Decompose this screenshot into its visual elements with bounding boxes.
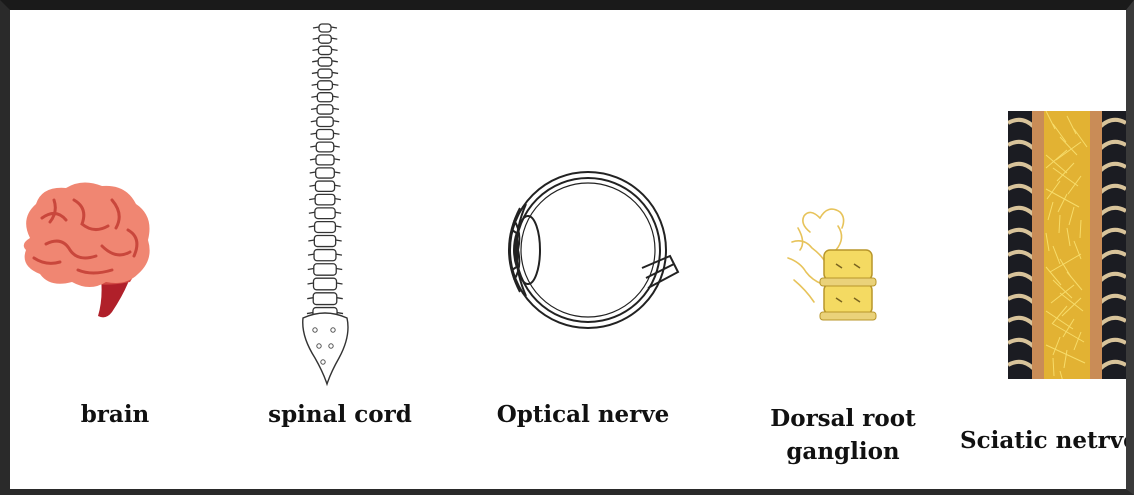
vertebra — [312, 69, 338, 78]
sciatic-nerve-label: Sciatic netrve — [960, 424, 1126, 457]
brain-icon — [12, 178, 157, 328]
dorsal-root-ganglion-figure — [780, 198, 890, 323]
vertebra — [308, 250, 342, 261]
vertebra — [312, 46, 337, 54]
dorsal-root-label-line2: ganglion — [758, 435, 928, 468]
vertebra — [312, 58, 338, 67]
vertebra — [308, 278, 343, 290]
vertebra — [313, 35, 338, 43]
vertebra — [308, 264, 342, 275]
vertebra — [310, 168, 341, 178]
optical-nerve-label: Optical nerve — [488, 398, 678, 431]
nerve-bundle — [1044, 111, 1090, 379]
brain-figure — [12, 178, 157, 328]
vertebra — [311, 117, 339, 126]
vertebra — [309, 181, 340, 191]
spinal-cord-label: spinal cord — [260, 398, 420, 431]
vertebra — [310, 142, 340, 152]
dorsal-root-ganglion-icon — [780, 198, 890, 323]
vertebra — [307, 293, 343, 305]
vertebra — [313, 24, 337, 32]
vertebra — [308, 235, 341, 246]
brain-label: brain — [50, 398, 180, 431]
vertebra — [309, 222, 342, 233]
vertebra — [309, 208, 341, 219]
eye-icon — [492, 162, 682, 342]
spinal-cord-icon — [285, 16, 365, 388]
dorsal-root-ganglion-label: Dorsal root ganglion — [758, 402, 928, 469]
vertebra — [309, 194, 341, 205]
vertebra — [310, 155, 340, 165]
vertebra — [311, 129, 340, 139]
sciatic-nerve-figure — [1008, 111, 1126, 379]
vertebra — [311, 105, 339, 114]
spinal-cord-figure — [285, 16, 365, 388]
vertebra — [312, 81, 339, 90]
sacrum-shape — [303, 313, 348, 384]
dorsal-root-label-line1: Dorsal root — [758, 402, 928, 435]
vertebra — [311, 93, 338, 102]
sciatic-nerve-icon — [1008, 111, 1126, 379]
eye-figure — [492, 162, 682, 342]
